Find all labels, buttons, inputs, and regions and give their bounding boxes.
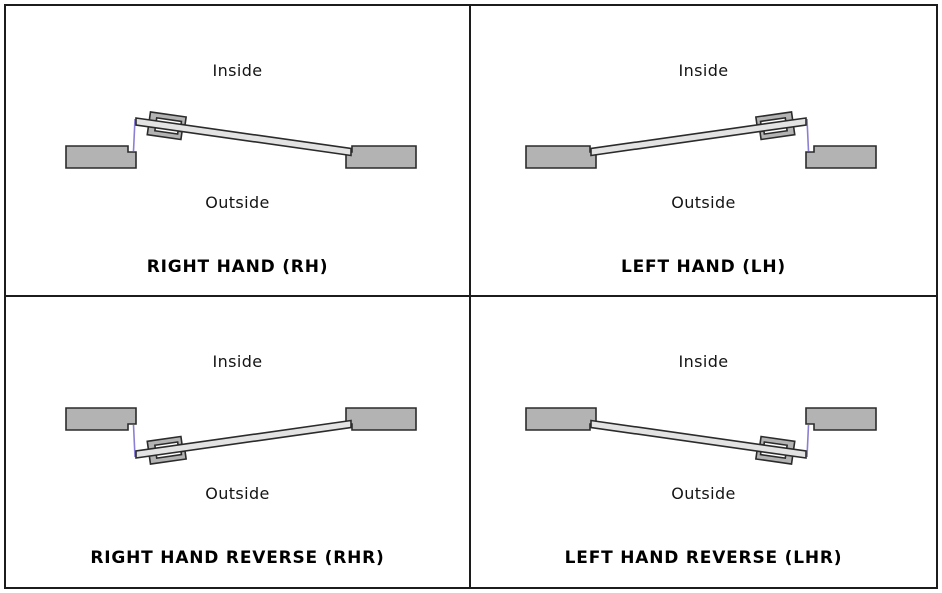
quadrant-right-hand-reverse: Inside Outside RIGHT HAND REVERSE (RHR) [6,296,471,587]
outside-label: Outside [671,483,736,503]
quadrant-caption: LEFT HAND REVERSE (LHR) [564,547,843,568]
quadrant-caption: LEFT HAND (LH) [620,257,786,277]
inside-label: Inside [678,351,729,371]
door-swing-drawing-rh [58,98,418,178]
quadrant-caption: RIGHT HAND REVERSE (RHR) [90,547,385,568]
inside-label: Inside [678,61,729,80]
quadrant-caption: RIGHT HAND (RH) [146,257,329,277]
quadrant-left-hand: Inside Outside LEFT HAND (LH) [471,6,936,297]
quadrant-right-hand: Inside Outside RIGHT HAND (RH) [6,6,471,297]
outside-label: Outside [671,193,736,212]
inside-label: Inside [212,61,263,80]
door-assembly-lhr [524,406,877,465]
door-assembly-rhr [64,406,417,465]
outside-label: Outside [205,193,270,212]
outside-label: Outside [205,483,270,503]
quadrant-left-hand-reverse: Inside Outside LEFT HAND REVERSE (LHR) [471,297,936,588]
chart-grid: Inside Outside RIGHT HAND (RH) Inside Ou… [4,4,938,589]
door-swing-drawing-lh [524,98,884,178]
inside-label: Inside [212,351,263,371]
door-assembly-rh [64,111,417,169]
door-swing-drawing-lhr [524,398,884,478]
door-assembly-lh [524,111,877,169]
door-swing-drawing-rhr [58,398,418,478]
